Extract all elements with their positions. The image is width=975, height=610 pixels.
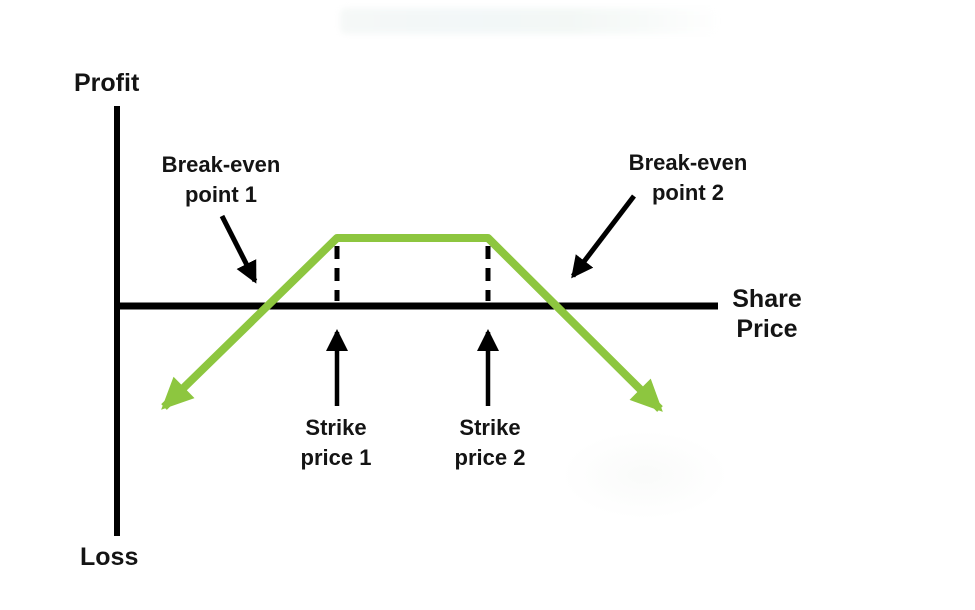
break-even-1-label: Break-even point 1 (162, 150, 281, 210)
profit-axis-label: Profit (74, 69, 140, 97)
share-price-line2: Price (736, 315, 798, 343)
strike-1-line2: price 1 (300, 445, 372, 470)
break-even-1-line2: point 1 (184, 182, 258, 207)
share-price-axis-label: Share Price (732, 284, 801, 344)
payoff-line (161, 234, 663, 412)
break-even-2-line2: point 2 (651, 180, 725, 205)
share-price-line1: Share (732, 285, 802, 313)
ghost-watermark-artifact (340, 8, 720, 34)
background-smudge-artifact (560, 430, 730, 520)
strike-1-line1: Strike (305, 415, 367, 440)
break-even-1-line1: Break-even (161, 152, 281, 177)
strike-price-2-label: Strike price 2 (455, 413, 526, 473)
break-even-2-label: Break-even point 2 (629, 148, 748, 208)
break-even-1-pointer-arrow (219, 214, 258, 284)
strike-price-1-label: Strike price 1 (301, 413, 372, 473)
strike-2-line2: price 2 (454, 445, 526, 470)
break-even-2-pointer-arrow (571, 194, 636, 279)
break-even-2-line1: Break-even (628, 150, 748, 175)
strike-2-line1: Strike (459, 415, 521, 440)
loss-axis-label: Loss (80, 543, 139, 571)
